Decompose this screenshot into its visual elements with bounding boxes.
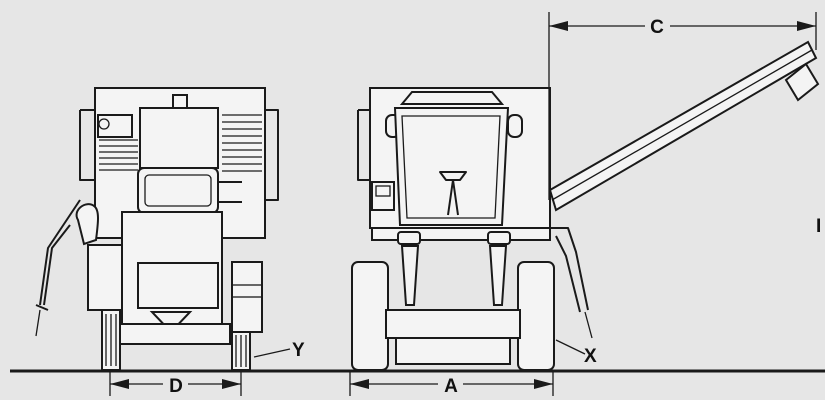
front-axle-lower bbox=[395, 337, 511, 365]
rear-hand-pump bbox=[75, 203, 99, 246]
front-left-strut bbox=[400, 245, 420, 306]
callout-y-leader bbox=[253, 348, 291, 358]
auger-tube bbox=[548, 40, 818, 212]
rear-light bbox=[98, 118, 110, 130]
front-cab bbox=[393, 107, 510, 226]
rear-left-arm-rod bbox=[35, 309, 41, 337]
rear-right-grille bbox=[222, 114, 262, 172]
front-right-arm-inner bbox=[555, 235, 581, 313]
dim-c-arrow-left bbox=[549, 21, 568, 31]
callout-x-label: X bbox=[584, 346, 597, 367]
dim-a-label: A bbox=[444, 376, 458, 397]
front-right-lamp bbox=[487, 231, 511, 245]
rear-small-box bbox=[97, 114, 133, 138]
rear-left-arm bbox=[39, 199, 81, 306]
front-steering-column bbox=[439, 171, 467, 216]
callout-y: Y bbox=[253, 340, 305, 361]
dim-d-arrow-right bbox=[222, 379, 241, 389]
front-right-arm bbox=[550, 227, 589, 311]
callout-y-label: Y bbox=[292, 340, 305, 361]
front-axle bbox=[385, 309, 521, 339]
front-right-arm-rod bbox=[584, 311, 593, 339]
unloading-auger bbox=[548, 40, 820, 212]
dim-c-label: C bbox=[650, 17, 664, 38]
rear-left-wheel-tread bbox=[105, 314, 117, 366]
dim-c-arrow-right bbox=[797, 21, 816, 31]
rear-axle-housing bbox=[117, 323, 231, 345]
auger-spout bbox=[784, 62, 820, 102]
callout-x-leader bbox=[555, 339, 586, 355]
dim-d-label: D bbox=[169, 376, 183, 397]
front-left-wheel bbox=[351, 261, 389, 371]
rear-hopper bbox=[137, 262, 219, 309]
front-side-box-inner bbox=[375, 185, 391, 197]
dim-a-arrow-right bbox=[534, 379, 553, 389]
front-right-light bbox=[507, 114, 523, 138]
callout-x: X bbox=[555, 339, 597, 367]
edge-mark-label: I bbox=[816, 216, 821, 237]
rear-center-panel bbox=[139, 107, 219, 169]
rear-left-arm-foot bbox=[35, 304, 49, 311]
rear-discharge-chute bbox=[149, 311, 193, 334]
rear-left-tank bbox=[87, 244, 123, 311]
front-right-wheel bbox=[517, 261, 555, 371]
dimension-c: C bbox=[548, 12, 817, 200]
dim-a-arrow-left bbox=[350, 379, 369, 389]
rear-side-panels bbox=[79, 109, 279, 201]
dimension-d: D bbox=[109, 372, 242, 397]
rear-right-wheel-tread bbox=[235, 335, 247, 367]
front-left-panel bbox=[357, 109, 370, 181]
front-right-strut bbox=[488, 245, 508, 306]
front-cab-glass bbox=[401, 115, 501, 219]
dimension-a: A bbox=[349, 372, 554, 397]
front-view-machine bbox=[351, 87, 593, 371]
rear-view-machine bbox=[35, 87, 279, 371]
auger-center-line bbox=[551, 49, 813, 201]
dim-d-arrow-left bbox=[110, 379, 129, 389]
rear-left-arm-inner bbox=[43, 224, 71, 306]
rear-right-tank-band bbox=[231, 284, 263, 298]
rear-exhaust-cap bbox=[172, 94, 188, 110]
rear-window-inner bbox=[144, 174, 212, 207]
front-left-lamp bbox=[397, 231, 421, 245]
rear-left-grille bbox=[99, 139, 138, 171]
front-cab-roof bbox=[399, 91, 505, 105]
